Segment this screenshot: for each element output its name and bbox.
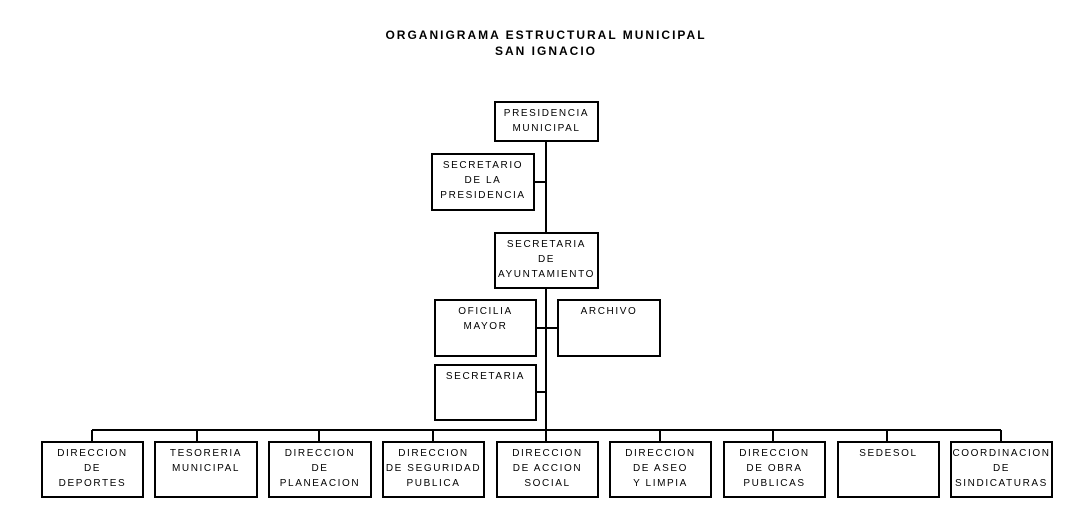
node-secretaria: SECRETARIA bbox=[434, 364, 537, 421]
node-label-line: DE SEGURIDAD bbox=[385, 463, 482, 474]
node-direccion-de-aseo-y-limpia: DIRECCION DE ASEO Y LIMPIA bbox=[609, 441, 712, 498]
node-direccion-de-obra-publicas: DIRECCION DE OBRA PUBLICAS bbox=[723, 441, 826, 498]
node-tesoreria-municipal: TESORERIA MUNICIPAL bbox=[154, 441, 258, 498]
node-label-line: PUBLICAS bbox=[743, 478, 806, 489]
node-label-line: SECRETARIA bbox=[445, 371, 526, 382]
node-label-line: PLANEACION bbox=[279, 478, 361, 489]
node-label-line: SECRETARIA bbox=[506, 239, 587, 250]
node-label-line: DIRECCION bbox=[512, 448, 583, 459]
node-label-line: TESORERIA bbox=[169, 448, 243, 459]
node-label-line: DIRECCION bbox=[398, 448, 469, 459]
node-label-line: PUBLICA bbox=[406, 478, 461, 489]
node-label-line: ARCHIVO bbox=[580, 306, 638, 317]
node-label-line: COORDINACION bbox=[952, 448, 1051, 459]
node-label-line: MUNICIPAL bbox=[512, 123, 581, 134]
chart-title: ORGANIGRAMA ESTRUCTURAL MUNICIPAL bbox=[385, 28, 707, 42]
node-label-line: DIRECCION bbox=[739, 448, 810, 459]
node-oficilia-mayor: OFICILIA MAYOR bbox=[434, 299, 537, 357]
node-label-line: DE OBRA bbox=[746, 463, 803, 474]
node-coordinacion-de-sindicaturas: COORDINACION DE SINDICATURAS bbox=[950, 441, 1053, 498]
node-label-line: PRESIDENCIA bbox=[440, 190, 526, 201]
node-label-line: DIRECCION bbox=[284, 448, 356, 459]
node-label-line: DE ACCION bbox=[512, 463, 583, 474]
node-label-line: DE bbox=[537, 254, 556, 265]
node-label-line: SEDESOL bbox=[859, 448, 918, 459]
node-label-line: DE bbox=[311, 463, 329, 474]
node-label-line: DE ASEO bbox=[632, 463, 689, 474]
node-label-line: SINDICATURAS bbox=[955, 478, 1048, 489]
node-label-line: DE LA bbox=[464, 175, 502, 186]
node-label-line: DIRECCION bbox=[625, 448, 696, 459]
node-direccion-de-planeacion: DIRECCION DE PLANEACION bbox=[268, 441, 372, 498]
node-label-line: AYUNTAMIENTO bbox=[498, 269, 595, 280]
node-direccion-de-accion-social: DIRECCION DE ACCION SOCIAL bbox=[496, 441, 599, 498]
node-label-line: MUNICIPAL bbox=[171, 463, 241, 474]
node-label-line: DE bbox=[83, 463, 102, 474]
node-sedesol: SEDESOL bbox=[837, 441, 940, 498]
node-label-line: SECRETARIO bbox=[442, 160, 524, 171]
node-presidencia-municipal: PRESIDENCIA MUNICIPAL bbox=[494, 101, 599, 142]
node-secretaria-de-ayuntamiento: SECRETARIA DE AYUNTAMIENTO bbox=[494, 232, 599, 289]
node-direccion-de-seguridad-publica: DIRECCION DE SEGURIDAD PUBLICA bbox=[382, 441, 485, 498]
node-label-line: DE bbox=[992, 463, 1011, 474]
node-label-line: Y LIMPIA bbox=[633, 478, 688, 489]
node-label-line: SOCIAL bbox=[524, 478, 571, 489]
node-label-line: PRESIDENCIA bbox=[503, 108, 590, 119]
node-archivo: ARCHIVO bbox=[557, 299, 661, 357]
chart-subtitle: SAN IGNACIO bbox=[494, 44, 597, 58]
node-label-line: MAYOR bbox=[463, 321, 508, 332]
node-secretario-de-la-presidencia: SECRETARIO DE LA PRESIDENCIA bbox=[431, 153, 535, 211]
node-label-line: OFICILIA bbox=[458, 306, 513, 317]
node-direccion-de-deportes: DIRECCION DE DEPORTES bbox=[41, 441, 144, 498]
node-label-line: DEPORTES bbox=[58, 478, 127, 489]
node-label-line: DIRECCION bbox=[57, 448, 128, 459]
